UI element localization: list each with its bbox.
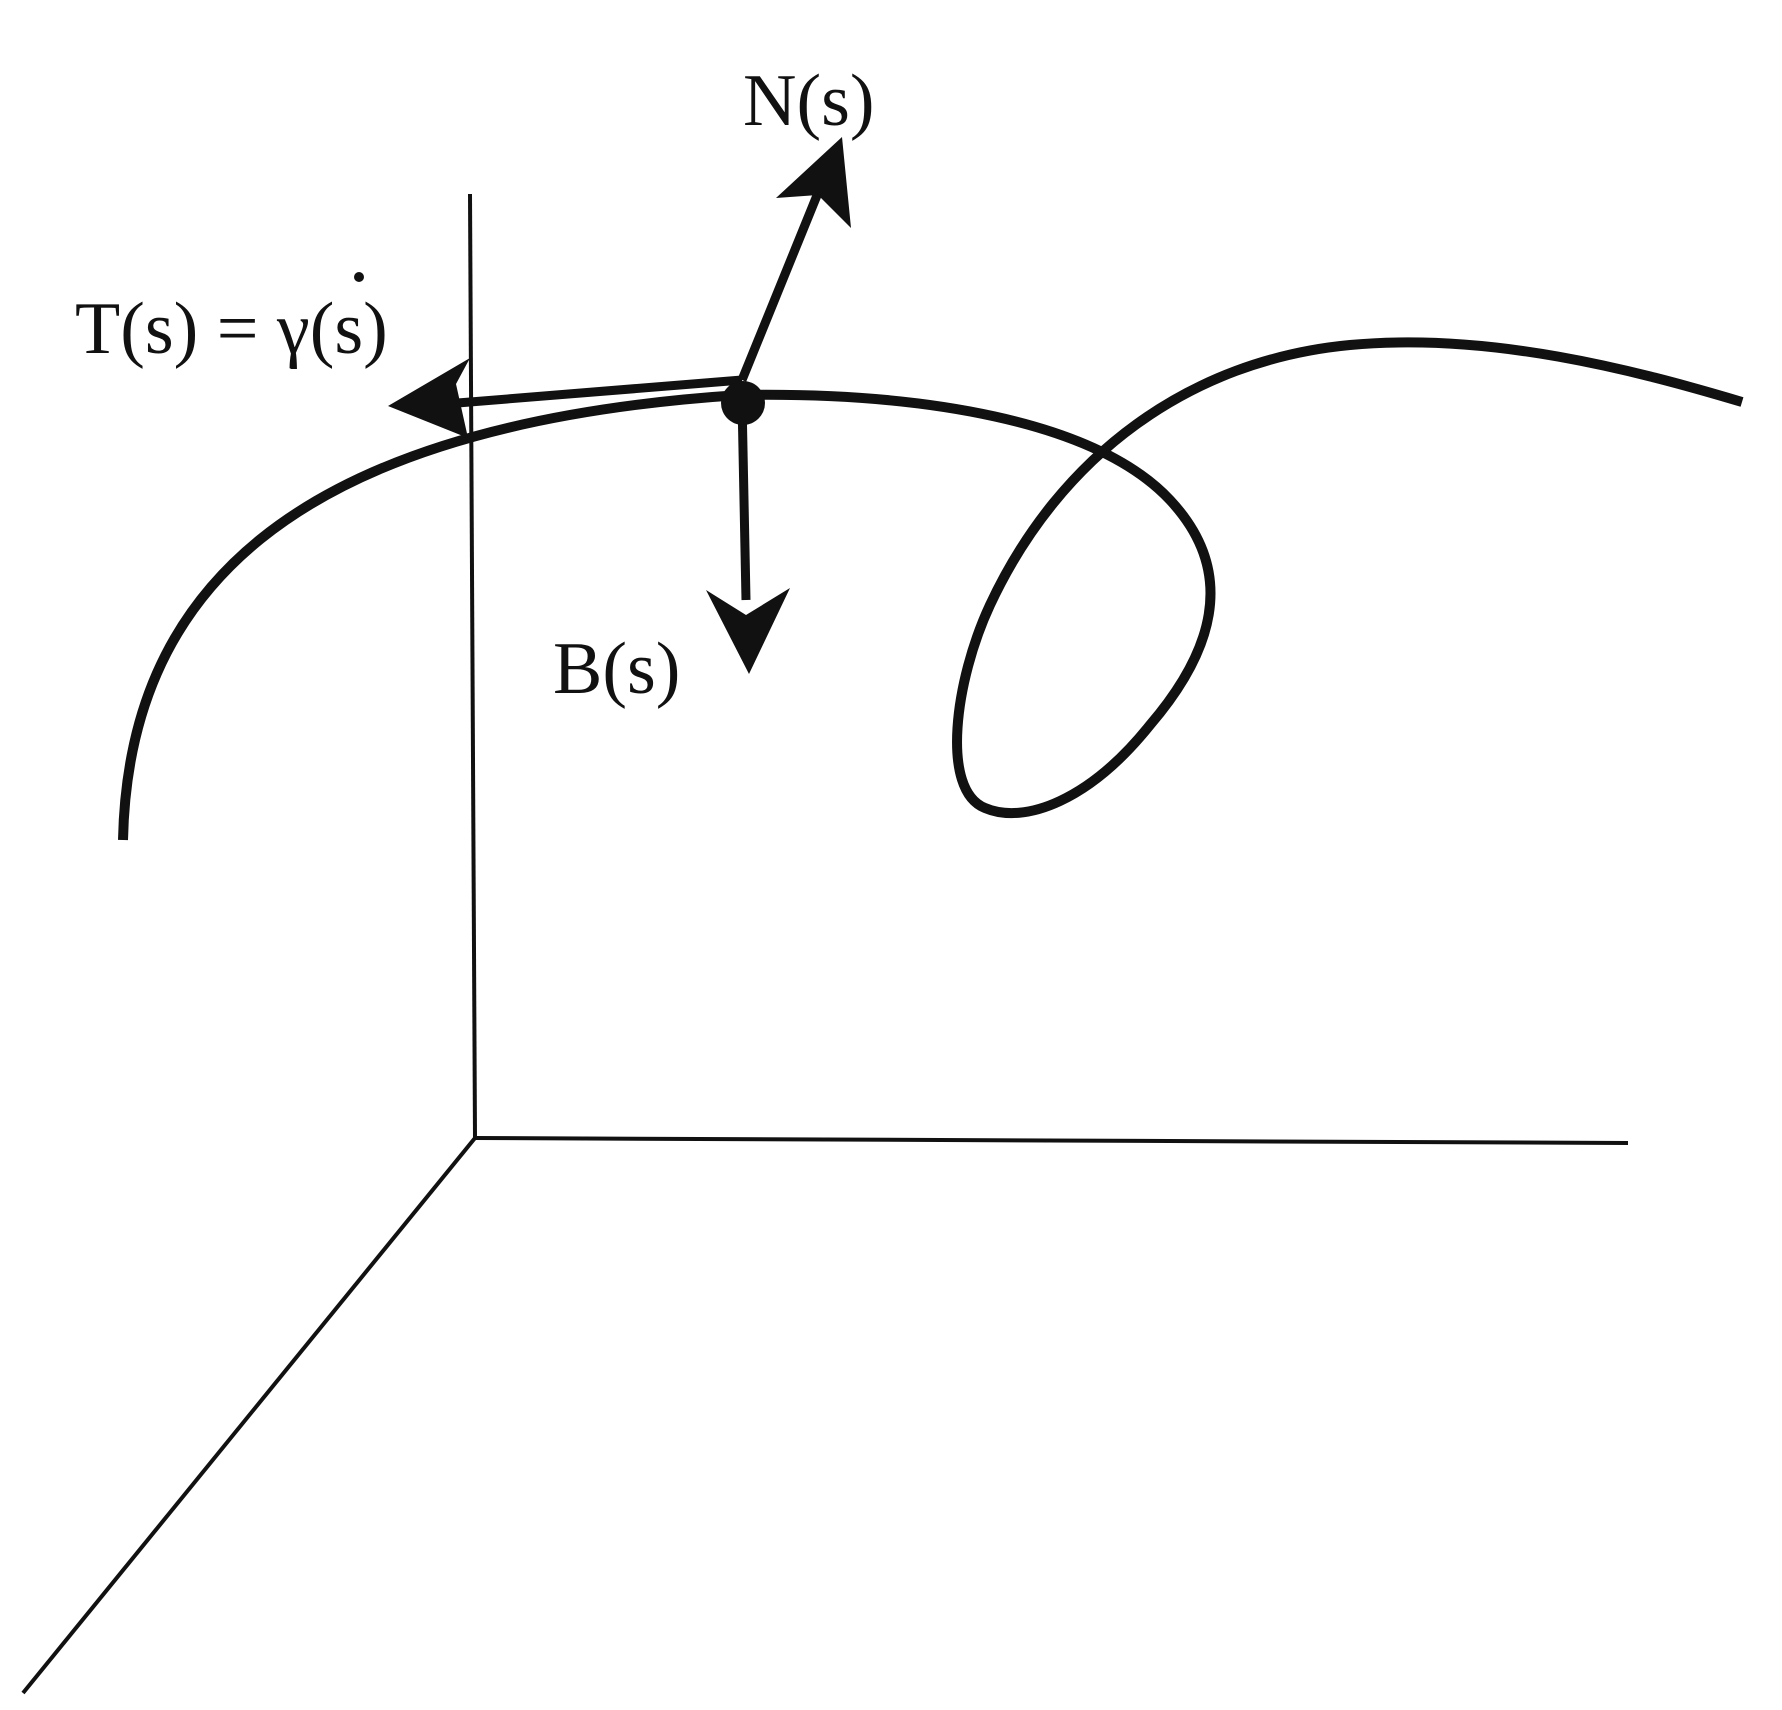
coordinate-axes [21,193,1629,1695]
tangent-label-right: (s) [310,288,388,370]
space-curve [118,337,1744,841]
binormal-vector-arrow [706,399,790,674]
binormal-label: B(s) [553,628,680,710]
tangent-label-gamma: γ [276,288,310,370]
x-axis [21,1136,477,1695]
curve-point [721,381,765,425]
tangent-label: T(s) = γ(s) [75,288,388,370]
y-axis [474,1136,1629,1145]
z-axis [468,193,477,1139]
gamma-derivative-dot [354,272,364,282]
tangent-label-left: T(s) = [75,288,277,370]
normal-vector-arrow [737,137,851,382]
normal-label: N(s) [743,60,875,142]
tangent-vector-arrow [388,358,743,438]
